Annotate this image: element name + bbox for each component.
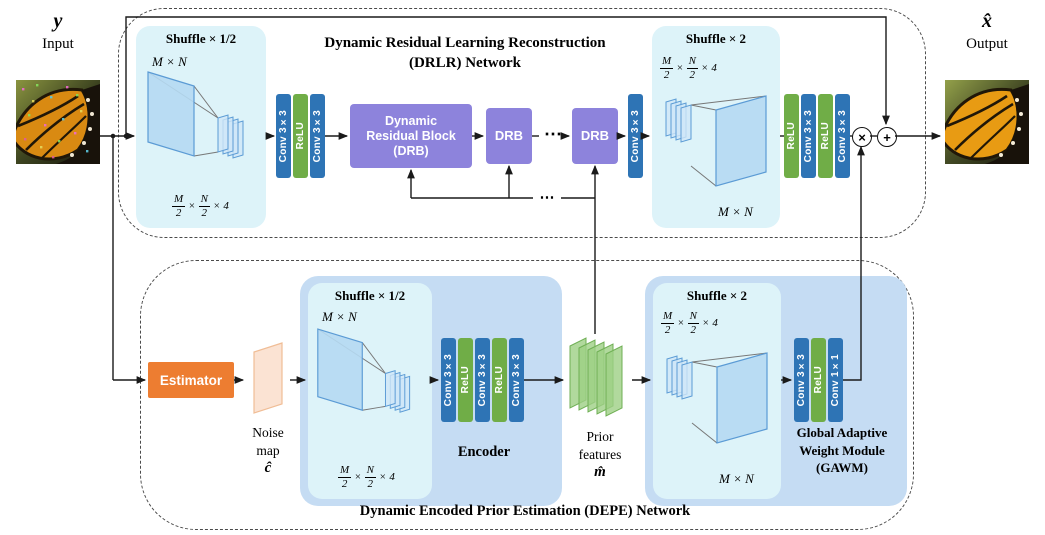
conv-block: Conv 3×3 bbox=[835, 94, 850, 178]
prior-features-label: Prior features m̂ bbox=[556, 428, 644, 483]
conv-block: Conv 3×3 bbox=[441, 338, 456, 422]
encoder-shuffle-title: Shuffle × 1/2 bbox=[334, 288, 406, 303]
encoder-label: Encoder bbox=[457, 444, 511, 460]
connector-ellipsis: ⋯ bbox=[539, 190, 555, 206]
drlr-network-box bbox=[118, 8, 926, 238]
relu-block: ReLU bbox=[811, 338, 826, 422]
prior-features-shape bbox=[568, 334, 632, 426]
conv-block: Conv 3×3 bbox=[475, 338, 490, 422]
drlr-title-line1: Dynamic Residual Learning Reconstruction bbox=[324, 35, 606, 51]
conv-block: Conv 1×1 bbox=[828, 338, 843, 422]
gawm-label: Global Adaptive Weight Module (GAWM) bbox=[780, 424, 904, 477]
output-butterfly-art bbox=[939, 80, 1029, 164]
noise-map-label-line2: map bbox=[256, 442, 280, 458]
input-symbol: y bbox=[53, 10, 63, 32]
multiply-node: × bbox=[852, 127, 872, 147]
downscale-feature-map-diagram bbox=[317, 328, 411, 413]
output-image bbox=[939, 80, 1029, 164]
flow-ellipsis: ⋯ bbox=[544, 124, 562, 144]
relu-block: ReLU bbox=[458, 338, 473, 422]
noise-map-sheet bbox=[253, 342, 283, 414]
drlr-title-line2: (DRLR) Network bbox=[408, 54, 522, 71]
dim-label-mn: M × N bbox=[152, 54, 187, 69]
conv-block: Conv 3×3 bbox=[801, 94, 816, 178]
prior-features-stack bbox=[569, 337, 623, 417]
input-image bbox=[10, 80, 100, 164]
conv-block: Conv 3×3 bbox=[509, 338, 524, 422]
dim-label-mn: M × N bbox=[322, 309, 357, 324]
drb-block-2: DRB bbox=[486, 108, 532, 164]
output-symbol: x̂ bbox=[982, 10, 992, 32]
gawm-shuffle-title: Shuffle × 2 bbox=[686, 288, 748, 303]
conv-block: Conv 3×3 bbox=[794, 338, 809, 422]
drb-block-main: Dynamic Residual Block (DRB) bbox=[350, 104, 472, 168]
noise-map-label-line1: Noise bbox=[252, 425, 284, 440]
input-butterfly-art bbox=[10, 80, 100, 164]
dim-label-mn: M × N bbox=[719, 471, 754, 486]
add-node: + bbox=[877, 127, 897, 147]
estimator-block: Estimator bbox=[148, 362, 234, 398]
input-label: Input bbox=[42, 36, 74, 52]
relu-block: ReLU bbox=[492, 338, 507, 422]
depe-network-title: Dynamic Encoded Prior Estimation (DEPE) … bbox=[359, 503, 691, 519]
prior-features-symbol: m̂ bbox=[594, 464, 606, 481]
relu-block: ReLU bbox=[818, 94, 833, 178]
drb-block-3: DRB bbox=[572, 108, 618, 164]
upscale-feature-map-diagram bbox=[666, 352, 768, 444]
gawm-label-line1: Global Adaptive bbox=[796, 425, 888, 440]
conv-block: Conv 3×3 bbox=[310, 94, 325, 178]
conv-block: Conv 3×3 bbox=[276, 94, 291, 178]
output-label: Output bbox=[966, 36, 1008, 52]
depe-network-box bbox=[140, 260, 914, 530]
relu-block: ReLU bbox=[784, 94, 799, 178]
prior-features-line1: Prior bbox=[586, 429, 614, 444]
gawm-label-line3: (GAWM) bbox=[816, 460, 868, 476]
gawm-label-line2: Weight Module bbox=[799, 442, 885, 458]
upscale-feature-map-diagram bbox=[665, 95, 767, 187]
conv-block: Conv 3×3 bbox=[628, 94, 643, 178]
drlr-network-title: Dynamic Residual Learning Reconstruction… bbox=[300, 34, 630, 73]
noise-map-label: Noise map ĉ bbox=[228, 424, 308, 479]
noise-map-symbol: ĉ bbox=[264, 460, 272, 477]
downscale-feature-map-diagram bbox=[147, 71, 244, 159]
relu-block: ReLU bbox=[293, 94, 308, 178]
drlr-shuffle-down-title: Shuffle × 1/2 bbox=[165, 31, 237, 46]
dim-label-mn: M × N bbox=[718, 204, 753, 219]
drlr-shuffle-up-title: Shuffle × 2 bbox=[685, 31, 747, 46]
prior-features-line2: features bbox=[578, 446, 622, 462]
noise-map-shape bbox=[246, 338, 290, 422]
